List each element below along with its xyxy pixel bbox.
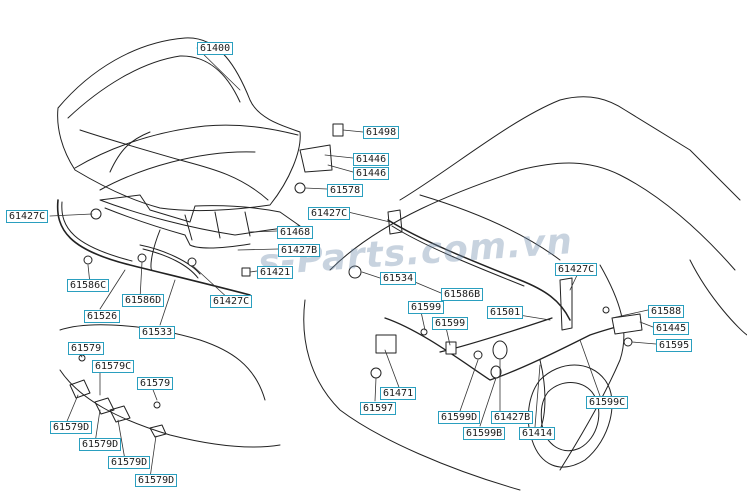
part-label-61579-right[interactable]: 61579: [137, 377, 174, 390]
part-label-61586c[interactable]: 61586C: [67, 279, 110, 292]
part-label-61586b[interactable]: 61586B: [441, 288, 484, 301]
part-label-61421[interactable]: 61421: [257, 266, 294, 279]
part-label-61427b-lower[interactable]: 61427B: [491, 411, 534, 424]
part-label-61597[interactable]: 61597: [360, 402, 397, 415]
part-label-61534[interactable]: 61534: [380, 272, 417, 285]
part-label-61579d-1[interactable]: 61579D: [50, 421, 93, 434]
part-label-61468[interactable]: 61468: [277, 226, 314, 239]
prop-rod: [387, 209, 573, 331]
part-label-61533[interactable]: 61533: [139, 326, 176, 339]
part-label-61471[interactable]: 61471: [380, 387, 417, 400]
part-label-61599-upper[interactable]: 61599: [408, 301, 445, 314]
part-label-61427c-left[interactable]: 61427C: [6, 210, 49, 223]
part-label-61588[interactable]: 61588: [648, 305, 685, 318]
leader-line-p37: [534, 364, 541, 428]
part-label-61445[interactable]: 61445: [653, 322, 690, 335]
leader-line-p15: [159, 279, 176, 326]
part-label-61501[interactable]: 61501: [487, 306, 524, 319]
part-label-61400[interactable]: 61400: [197, 42, 234, 55]
part-label-61579c[interactable]: 61579C: [92, 360, 135, 373]
part-label-61446-lower[interactable]: 61446: [353, 167, 390, 180]
leader-line-p14: [99, 269, 126, 310]
part-label-61427c-center[interactable]: 61427C: [308, 207, 351, 220]
part-label-61414[interactable]: 61414: [519, 427, 556, 440]
leader-line-p02: [342, 129, 364, 133]
leader-line-p38: [579, 339, 601, 397]
leader-line-p05: [304, 187, 328, 190]
part-label-61599d[interactable]: 61599D: [438, 411, 481, 424]
leader-line-p03: [324, 154, 354, 159]
leader-line-p24: [631, 341, 657, 345]
part-label-61599c[interactable]: 61599C: [586, 396, 629, 409]
leader-line-p10: [249, 270, 258, 273]
leader-line-p34: [459, 359, 479, 412]
leader-line-p35: [479, 377, 497, 427]
leader-line-p01: [196, 47, 241, 91]
leader-line-p13: [139, 261, 143, 300]
leader-line-p07: [347, 211, 391, 223]
leader-line-p06: [49, 213, 93, 217]
part-label-61446-upper[interactable]: 61446: [353, 153, 390, 166]
leader-line-p32: [384, 349, 401, 391]
leader-line-p30: [117, 419, 126, 461]
leader-line-p04: [327, 164, 354, 173]
leader-line-p22: [611, 309, 649, 319]
part-label-61498[interactable]: 61498: [363, 126, 400, 139]
part-label-61526[interactable]: 61526: [84, 310, 121, 323]
part-label-61586d[interactable]: 61586D: [122, 294, 165, 307]
hood-seals: [56, 199, 251, 296]
leader-line-p31: [149, 435, 157, 479]
hood-inner-frame: [99, 194, 301, 249]
part-label-61579d-3[interactable]: 61579D: [108, 456, 151, 469]
part-label-61579-left[interactable]: 61579: [68, 342, 105, 355]
part-label-61579d-2[interactable]: 61579D: [79, 438, 122, 451]
leader-line-p17: [361, 271, 381, 279]
leader-line-p09: [237, 248, 279, 251]
leader-line-p33: [374, 377, 377, 402]
leader-line-p16: [192, 265, 231, 301]
part-label-61599b[interactable]: 61599B: [463, 427, 506, 440]
part-label-61427c-lower[interactable]: 61427C: [210, 295, 253, 308]
lower-bumper: [59, 324, 281, 448]
small-components: [83, 123, 643, 379]
part-label-61578[interactable]: 61578: [327, 184, 364, 197]
part-label-61579d-4[interactable]: 61579D: [135, 474, 178, 487]
hood-panel: [57, 37, 301, 212]
leader-line-p28: [64, 394, 79, 427]
part-label-61595[interactable]: 61595: [656, 339, 693, 352]
part-label-61427b-upper[interactable]: 61427B: [278, 244, 321, 257]
part-label-61427c-right[interactable]: 61427C: [555, 263, 598, 276]
leader-line-p29: [94, 409, 101, 444]
part-label-61599-lower[interactable]: 61599: [432, 317, 469, 330]
leader-line-p08: [249, 230, 278, 233]
leader-line-p23: [639, 321, 654, 328]
